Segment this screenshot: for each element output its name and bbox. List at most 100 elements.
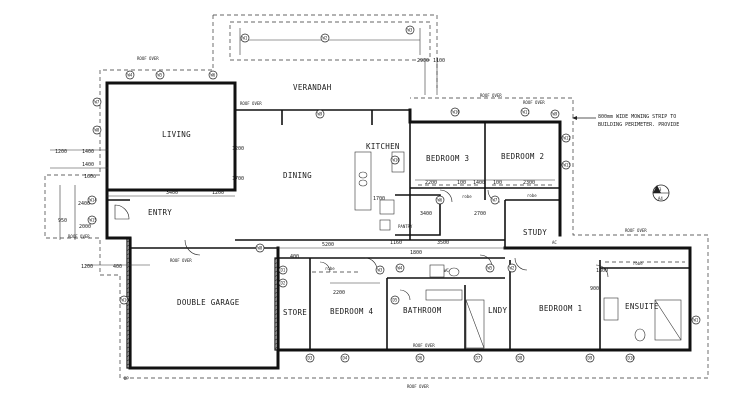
tag-w4: W4 bbox=[398, 266, 403, 271]
wc-label: WC bbox=[444, 268, 449, 273]
dim-1600: 1600 bbox=[84, 174, 96, 180]
tag-w14: W14 bbox=[90, 198, 98, 203]
roof-over-note-9: ROOF OVER bbox=[240, 101, 262, 106]
dim-1800: 1800 bbox=[410, 250, 422, 256]
roof-over-note-8: ROOF OVER bbox=[407, 384, 429, 389]
dim-1160: 1160 bbox=[390, 240, 402, 246]
dim-3500: 3500 bbox=[437, 240, 449, 246]
room-bedroom-2: BEDROOM 2 bbox=[501, 152, 544, 161]
room-bedroom-4: BEDROOM 4 bbox=[330, 307, 374, 316]
room-ensuite: ENSUITE bbox=[625, 302, 659, 311]
room-store: STORE bbox=[283, 308, 307, 317]
tag-w16: W16 bbox=[122, 298, 130, 303]
tag-w5: W5 bbox=[158, 73, 163, 78]
robes bbox=[312, 184, 685, 273]
tag-w10: W10 bbox=[453, 110, 461, 115]
dim-2700: 2700 bbox=[474, 211, 486, 217]
walls bbox=[105, 81, 692, 370]
dim-100b: 100 bbox=[493, 180, 502, 186]
tag-w6: W6 bbox=[211, 73, 216, 78]
dim-2200: 2200 bbox=[425, 180, 437, 186]
section-marker: 3 A4 bbox=[652, 184, 670, 202]
section-ref-bottom: A4 bbox=[658, 196, 663, 201]
roof-over-note-1: ROOF OVER bbox=[137, 56, 159, 61]
tag-d5: D5 bbox=[393, 298, 398, 303]
dim-2200b: 2200 bbox=[333, 290, 345, 296]
ac-label-1: AC bbox=[552, 240, 557, 245]
tag-d3: D3 bbox=[308, 356, 313, 361]
dimension-lines bbox=[50, 58, 555, 284]
tag-d8: D8 bbox=[518, 356, 523, 361]
room-robe-d: robe bbox=[633, 261, 643, 266]
tag-w15: W15 bbox=[90, 218, 98, 223]
dim-1200d: 1200 bbox=[232, 146, 244, 152]
tag-w13: W13 bbox=[564, 163, 572, 168]
room-robe-b: robe bbox=[462, 194, 472, 199]
room-living: LIVING bbox=[162, 130, 191, 139]
tag-w1: W1 bbox=[694, 318, 699, 323]
roof-over-note-5: ROOF OVER bbox=[68, 234, 90, 239]
tag-w2: W2 bbox=[510, 266, 515, 271]
tag-w9: W9 bbox=[553, 112, 558, 117]
room-bedroom-3: BEDROOM 3 bbox=[426, 154, 469, 163]
dim-1200: 1200 bbox=[55, 149, 67, 155]
tag-w5: W5 bbox=[488, 266, 493, 271]
tag-w2: W2 bbox=[323, 36, 328, 41]
dim-3400b: 3400 bbox=[420, 211, 432, 217]
room-study: STUDY bbox=[523, 228, 547, 237]
roof-over-note-3: ROOF OVER bbox=[523, 100, 545, 105]
notes: 800mm WIDE MOWING STRIP TO BUILDING PERI… bbox=[68, 56, 679, 389]
room-bedroom-1: BEDROOM 1 bbox=[539, 304, 582, 313]
tag-d9: D9 bbox=[588, 356, 593, 361]
room-kitchen: KITCHEN bbox=[366, 142, 400, 151]
tag-w7: W7 bbox=[95, 100, 100, 105]
room-robe-c: robe bbox=[325, 266, 335, 271]
dim-5200: 5200 bbox=[322, 242, 334, 248]
room-pantry: PANTRY bbox=[398, 224, 413, 229]
dim-3400: 3400 bbox=[166, 190, 178, 196]
tag-d6: D6 bbox=[418, 356, 423, 361]
dim-1200c: 1200 bbox=[81, 264, 93, 270]
roof-over-note-2: ROOF OVER bbox=[480, 93, 502, 98]
tag-w8: W8 bbox=[258, 246, 263, 251]
room-entry: ENTRY bbox=[148, 208, 172, 217]
dim-1700: 1700 bbox=[373, 196, 385, 202]
dim-2300: 2300 bbox=[523, 180, 535, 186]
tag-w6: W6 bbox=[438, 198, 443, 203]
tag-w1: W1 bbox=[243, 36, 248, 41]
tag-w3: W3 bbox=[408, 28, 413, 33]
roof-over-note-6: ROOF OVER bbox=[170, 258, 192, 263]
dim-1200b: 1200 bbox=[212, 190, 224, 196]
room-verandah: VERANDAH bbox=[293, 83, 332, 92]
room-dining: DINING bbox=[283, 171, 312, 180]
dim-1100: 1100 bbox=[433, 58, 445, 64]
dim-400b: 400 bbox=[290, 254, 299, 260]
mowing-strip-note-line1: 800mm WIDE MOWING STRIP TO bbox=[598, 114, 676, 120]
tag-w7: W7 bbox=[493, 198, 498, 203]
room-labels: VERANDAH LIVING DINING KITCHEN BEDROOM 3… bbox=[148, 83, 659, 317]
tag-w4: W4 bbox=[128, 73, 133, 78]
tag-w8: W8 bbox=[95, 128, 100, 133]
dim-400: 400 bbox=[113, 264, 122, 270]
kitchen-fixtures bbox=[354, 151, 405, 231]
room-robe-a: robe bbox=[527, 193, 537, 198]
room-double-garage: DOUBLE GARAGE bbox=[177, 298, 240, 307]
dim-2900: 2900 bbox=[417, 58, 429, 64]
dim-1400a: 1400 bbox=[82, 149, 94, 155]
tag-d7: D7 bbox=[476, 356, 481, 361]
roof-over-note-7: ROOF OVER bbox=[413, 343, 435, 348]
roof-over-note-4: ROOF OVER bbox=[625, 228, 647, 233]
tag-d4: D4 bbox=[343, 356, 348, 361]
door-swings bbox=[114, 189, 609, 301]
tag-d10: D10 bbox=[628, 356, 636, 361]
dim-900: 900 bbox=[590, 286, 599, 292]
dim-2400: 2400 bbox=[78, 201, 90, 207]
tag-d2: D2 bbox=[281, 281, 286, 286]
dim-100: 100 bbox=[457, 180, 466, 186]
tag-w12: W12 bbox=[564, 136, 572, 141]
note-leader-arrowhead bbox=[572, 116, 577, 120]
dim-2000: 2000 bbox=[79, 224, 91, 230]
mowing-strip-note-line2: BUILDING PERIMETER. PROVIDE bbox=[598, 122, 679, 128]
